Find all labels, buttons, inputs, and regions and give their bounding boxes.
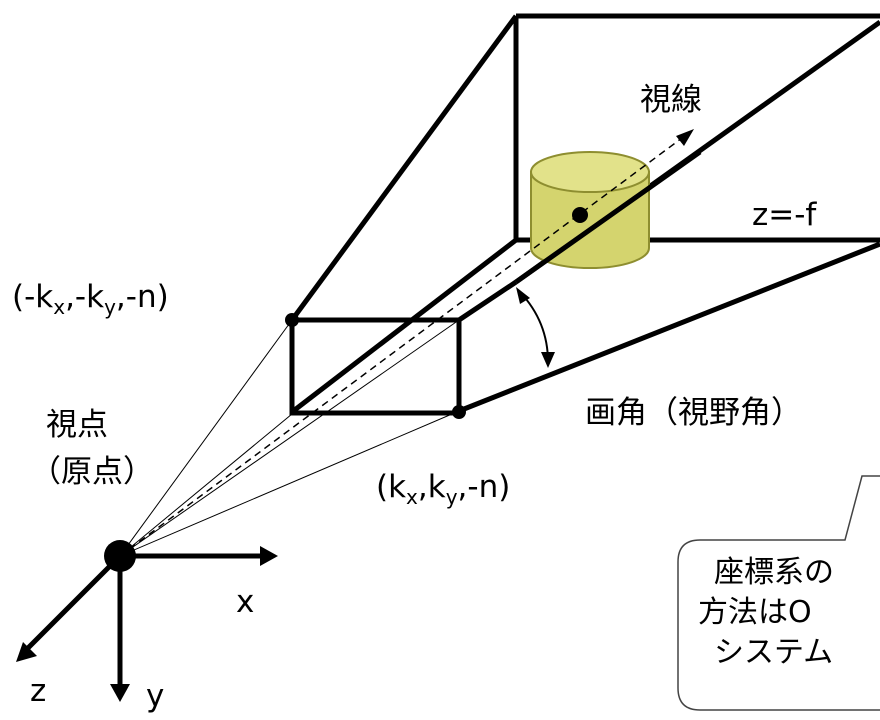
corner-dot-upper-left: [285, 313, 299, 327]
view-direction-label: 視線: [640, 82, 702, 118]
callout-text-line3: システム: [714, 635, 833, 670]
frustum-inner-edge: [290, 238, 518, 414]
corner-dot-lower-right: [452, 405, 466, 419]
axes: [16, 546, 278, 702]
callout-text-line1: 座標系の: [714, 555, 834, 590]
field-of-view-label: 画角（視野角）: [585, 395, 802, 431]
frustum-front-edge: [514, 149, 702, 285]
look-at-point: [572, 207, 588, 223]
corner-label-upper-left: (-kx,-ky,-n): [12, 279, 169, 319]
field-of-view-arc: [516, 287, 555, 368]
callout-bubble: [677, 475, 880, 711]
y-axis-label: y: [146, 678, 164, 714]
near-plane: [289, 317, 462, 416]
corner-label-lower-right: (kx,ky,-n): [376, 469, 510, 509]
x-axis-arrowhead: [260, 546, 278, 566]
z-axis-arrowhead: [16, 642, 37, 662]
y-axis-arrowhead: [110, 684, 130, 702]
viewpoint-label: 視点: [46, 407, 108, 443]
viewpoint-origin-dot: [104, 540, 136, 572]
far-plane-label: z=-f: [752, 197, 817, 233]
x-axis-label: x: [236, 584, 254, 620]
projection-lines: [119, 319, 460, 557]
callout-text-line2: 方法はO: [698, 595, 812, 630]
view-direction-arrow: [119, 129, 694, 557]
origin-label: （原点）: [30, 454, 154, 490]
z-axis-label: z: [30, 673, 46, 709]
cylinder: [530, 151, 650, 269]
